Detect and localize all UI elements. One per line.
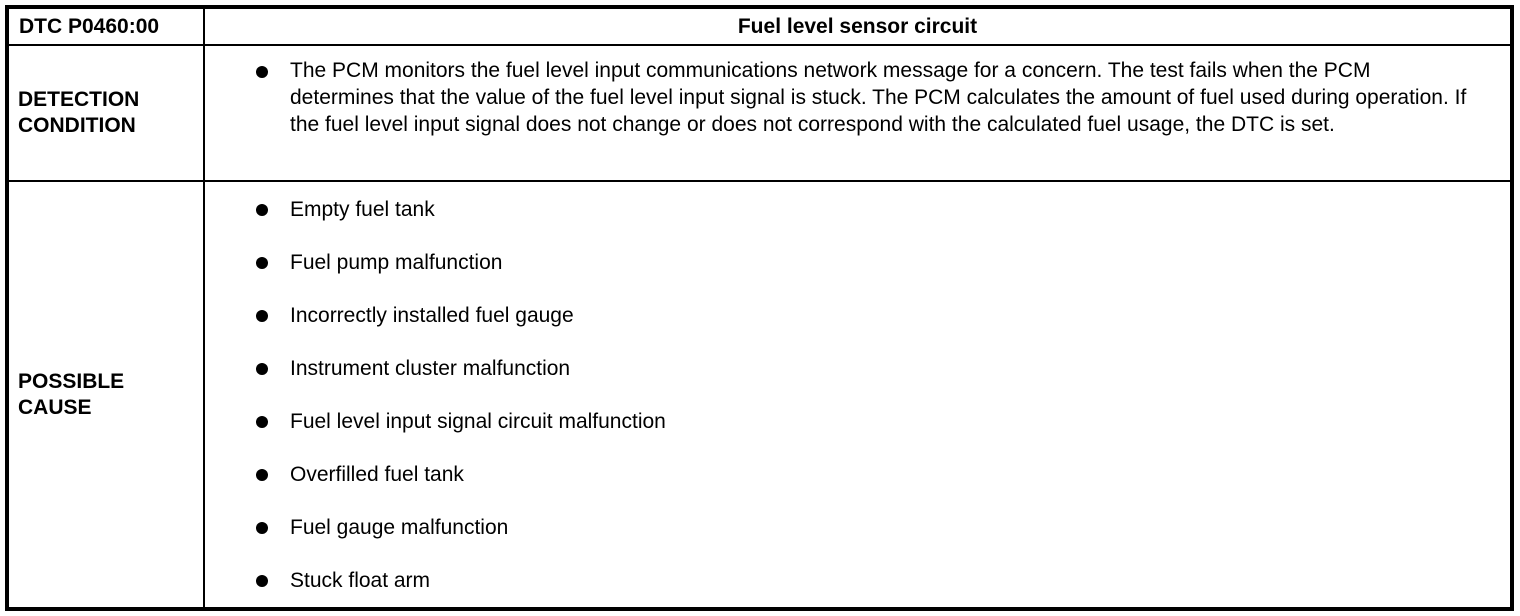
list-item-text: Empty fuel tank (290, 197, 435, 221)
list-item-text: Incorrectly installed fuel gauge (290, 303, 574, 327)
bullet-icon (256, 309, 268, 322)
possible-cause-label: POSSIBLE CAUSE (18, 369, 125, 419)
bullet-icon (256, 256, 268, 269)
list-item: Instrument cluster malfunction (256, 342, 1510, 395)
list-item-text: Fuel pump malfunction (290, 250, 503, 274)
list-item: Overfilled fuel tank (256, 448, 1510, 501)
dtc-code: DTC P0460:00 (19, 14, 160, 38)
list-item: Empty fuel tank (256, 183, 1510, 236)
possible-cause-label-cell: POSSIBLE CAUSE (9, 182, 205, 607)
bullet-icon (256, 66, 268, 78)
dtc-title-cell: Fuel level sensor circuit (205, 9, 1510, 46)
dtc-code-cell: DTC P0460:00 (9, 9, 205, 46)
list-item-text: Overfilled fuel tank (290, 462, 464, 486)
detection-condition-list: The PCM monitors the fuel level input co… (205, 46, 1510, 138)
dtc-table: DTC P0460:00 Fuel level sensor circuit D… (5, 5, 1514, 611)
bullet-icon (256, 362, 268, 375)
list-item-text: The PCM monitors the fuel level input co… (290, 59, 1467, 136)
bullet-icon (256, 203, 268, 216)
detection-condition-label-cell: DETECTION CONDITION (9, 46, 205, 182)
bullet-icon (256, 521, 268, 534)
bullet-icon (256, 574, 268, 587)
list-item: Fuel gauge malfunction (256, 501, 1510, 554)
list-item: Fuel pump malfunction (256, 236, 1510, 289)
list-item-text: Stuck float arm (290, 568, 431, 592)
list-item: Stuck float arm (256, 554, 1510, 607)
list-item-text: Instrument cluster malfunction (290, 356, 571, 380)
list-item-text: Fuel gauge malfunction (290, 515, 509, 539)
dtc-title: Fuel level sensor circuit (737, 14, 978, 38)
list-item: Incorrectly installed fuel gauge (256, 289, 1510, 342)
detection-condition-content-cell: The PCM monitors the fuel level input co… (205, 46, 1510, 182)
bullet-icon (256, 468, 268, 481)
detection-condition-label: DETECTION CONDITION (18, 88, 140, 137)
bullet-icon (256, 415, 268, 428)
list-item: Fuel level input signal circuit malfunct… (256, 395, 1510, 448)
list-item: The PCM monitors the fuel level input co… (256, 57, 1510, 138)
list-item-text: Fuel level input signal circuit malfunct… (290, 409, 666, 433)
